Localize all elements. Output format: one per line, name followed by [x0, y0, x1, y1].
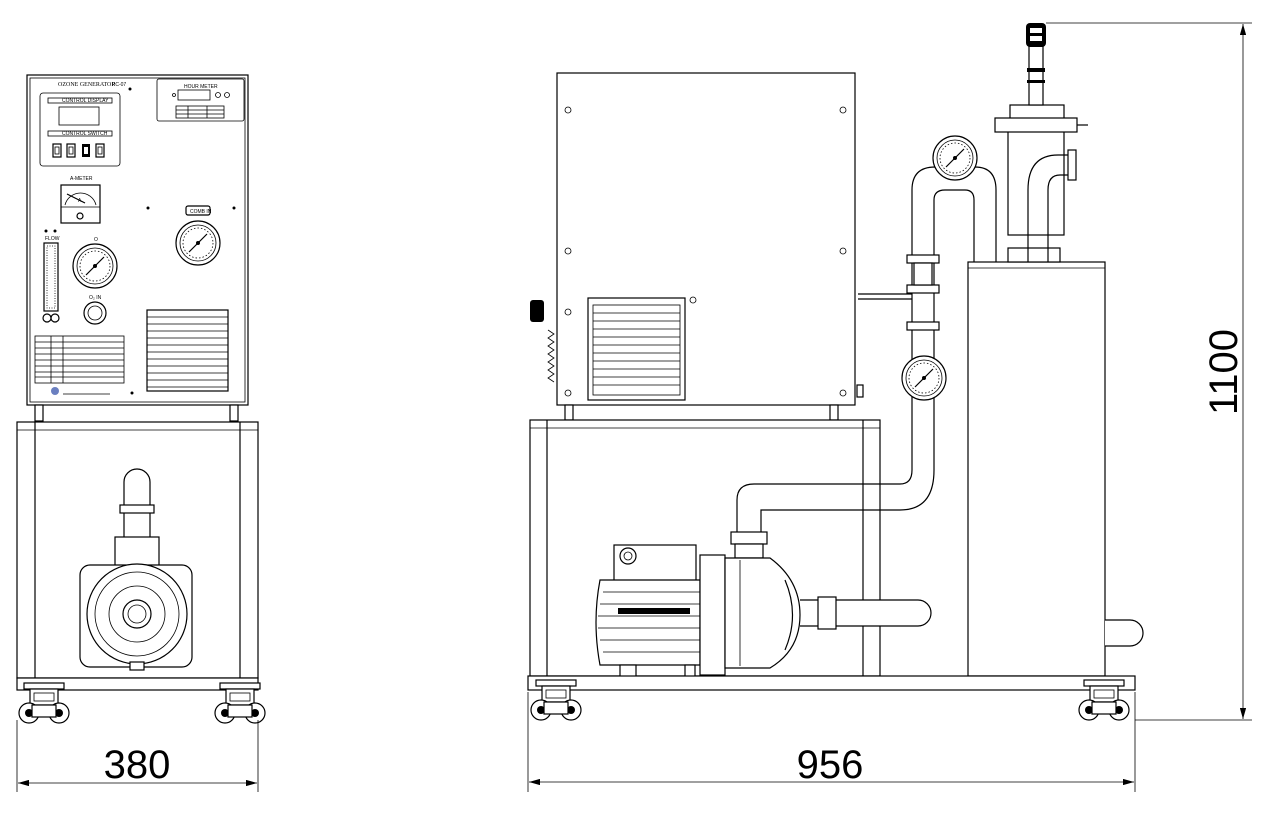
height-dimension: 1100 [1202, 329, 1246, 415]
pressure-gauge [901, 355, 947, 401]
comb-in-label: COMB IN [190, 209, 212, 215]
top-separator [994, 23, 1088, 263]
generator-model: PC-07 [112, 82, 126, 88]
svg-text:A: A [78, 198, 82, 204]
generator-title: OZONE GENERATOR [58, 82, 115, 88]
gauge-label: O [94, 237, 98, 243]
caster-wheel [1078, 679, 1130, 721]
caster-wheel [18, 682, 70, 724]
side-base-plate [527, 675, 1136, 691]
cable [547, 329, 555, 383]
control-switch-label: CONTROL SWITCH [62, 131, 108, 137]
o2-in-label: O₂ IN [89, 295, 102, 301]
side-view: 956 1100 [527, 22, 1252, 792]
ventilation-louver [146, 309, 229, 392]
control-display-label: CONTROL DISPLAY [62, 98, 109, 104]
control-display-screen [58, 106, 100, 126]
piping [730, 166, 997, 630]
comb-in-pressure-gauge [175, 220, 221, 266]
company-logo [51, 387, 59, 395]
pump-motor [595, 544, 701, 678]
caster-wheel [214, 682, 266, 724]
front-view: OZONE GENERATOR PC-07 CONTROL DISPLAY CO… [16, 74, 266, 792]
pressure-gauge [72, 243, 118, 289]
width-dimension: 380 [104, 743, 171, 787]
flow-label: FLOW [45, 236, 60, 242]
side-ventilation-louver [587, 297, 686, 401]
ammeter-label: A-METER [70, 176, 93, 182]
hour-meter-panel [156, 78, 245, 122]
caster-wheel [530, 679, 582, 721]
reaction-tank [967, 261, 1106, 677]
spec-table [34, 335, 125, 384]
control-switches[interactable] [52, 143, 105, 158]
hour-meter-label: HOUR METER [184, 84, 218, 90]
pressure-gauge [932, 135, 978, 181]
ammeter: A [60, 184, 101, 224]
o2-in-port [83, 301, 107, 325]
handle [530, 300, 544, 322]
pump-body [699, 554, 801, 676]
flow-meter [42, 242, 60, 323]
length-dimension: 956 [797, 743, 864, 787]
pump-front [79, 468, 193, 671]
